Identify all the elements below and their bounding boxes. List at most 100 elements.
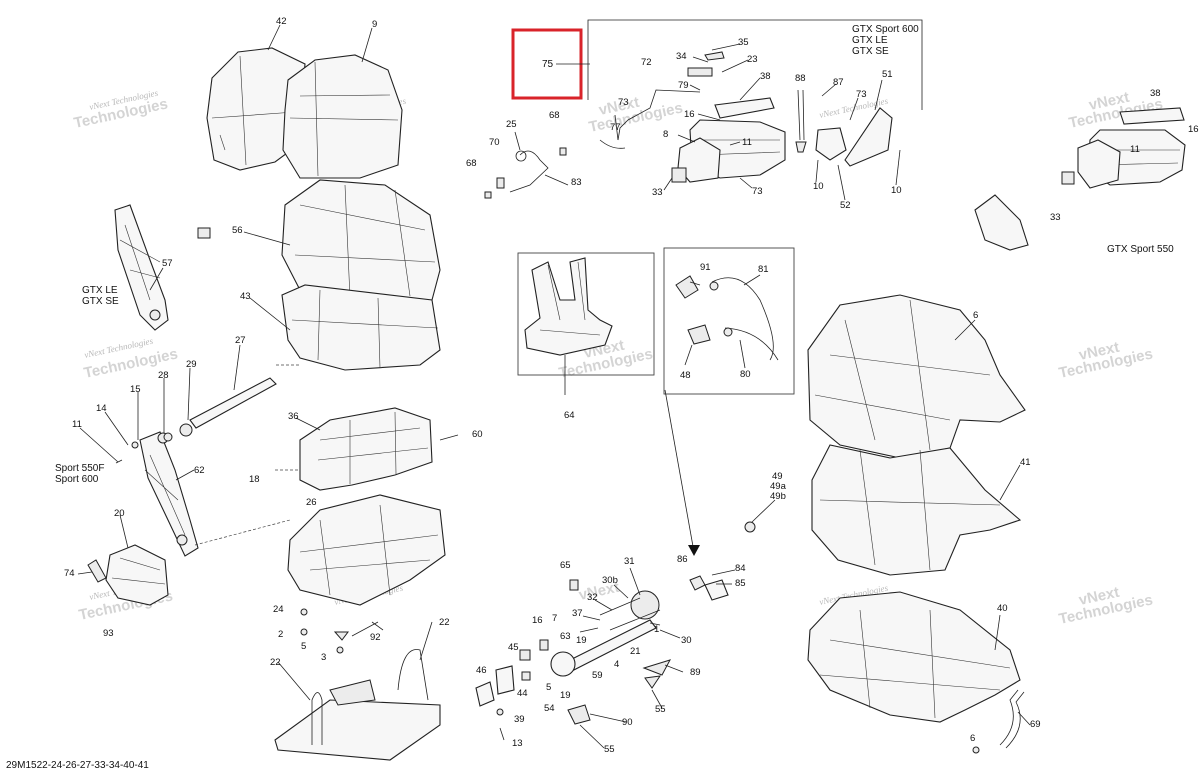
callout: 68 (549, 110, 560, 121)
callout: 16 (684, 109, 695, 120)
callout: 51 (882, 69, 893, 80)
svg-text:Sport 550F: Sport 550F (55, 463, 104, 474)
callout: 38 (760, 71, 771, 82)
callout: 11 (1130, 144, 1140, 155)
callout: 55 (604, 744, 615, 755)
part-rod-88 (795, 89, 807, 153)
group-bracket (587, 19, 923, 110)
svg-text:Sport 600: Sport 600 (55, 474, 99, 485)
callout: 38 (1150, 88, 1161, 99)
part-washers (115, 423, 193, 464)
part-51 (844, 107, 893, 167)
callout: 21 (630, 646, 641, 657)
callout: 73 (856, 89, 867, 100)
part-seat-frame-36 (299, 407, 433, 491)
part-small-block (197, 227, 211, 239)
callout: 16 (1188, 124, 1199, 135)
callout: 49a (770, 481, 787, 492)
callout: 5 (301, 641, 306, 652)
callout: 65 (560, 560, 571, 571)
callout: 22 (270, 657, 281, 668)
callout: 20 (114, 508, 125, 519)
callout: 5 (546, 682, 551, 693)
box-91-81 (663, 247, 795, 395)
callout: 73 (618, 97, 629, 108)
callout: 28 (158, 370, 169, 381)
part-wiring-72 (599, 89, 701, 149)
box-64 (517, 252, 655, 376)
callout: 63 (560, 631, 571, 642)
part-seat-back-56 (281, 179, 441, 301)
part-seat-base-43 (281, 284, 441, 371)
callout: 16 (532, 615, 543, 626)
model-tags: GTX Sport 600 GTX LE GTX SE GTX Sport 55… (6, 24, 1174, 771)
part-small-hardware (475, 575, 729, 741)
part-base-60 (287, 494, 446, 606)
doc-code: 29M1522-24-26-27-33-34-40-41 (6, 760, 149, 771)
part-49 (744, 521, 756, 533)
callout: 91 (700, 262, 711, 273)
svg-text:GTX LE: GTX LE (82, 285, 118, 296)
callout: 15 (130, 384, 141, 395)
callout: 45 (508, 642, 519, 653)
callout: 8 (663, 129, 668, 140)
callout: 1 (654, 624, 659, 635)
callout: 39 (514, 714, 525, 725)
callout: 59 (592, 670, 603, 681)
callout: 24 (273, 604, 284, 615)
part-hose-69 (972, 689, 1025, 754)
callout: 84 (735, 563, 746, 574)
callout: 25 (506, 119, 517, 130)
callout: 62 (194, 465, 205, 476)
callout: 79 (678, 80, 689, 91)
callout: 77 (610, 122, 621, 133)
callout: 27 (235, 335, 246, 346)
svg-text:GTX Sport 600: GTX Sport 600 (852, 24, 919, 35)
callout: 32 (587, 592, 598, 603)
callout: 30 (681, 635, 692, 646)
callout: 49 (772, 471, 783, 482)
callout: 42 (276, 16, 287, 27)
callout: 48 (680, 370, 691, 381)
callout: 73 (752, 186, 763, 197)
callout: 88 (795, 73, 806, 84)
part-connector-23 (687, 51, 725, 77)
callout: 60 (472, 429, 483, 440)
callout: 7 (552, 613, 557, 624)
part-52 (815, 127, 847, 161)
callout: 83 (571, 177, 582, 188)
callout: 10 (813, 181, 824, 192)
part-shaft-59 (550, 590, 661, 677)
part-seat-6 (807, 294, 1026, 459)
callout: 3 (321, 652, 326, 663)
highlight-label: 75 (542, 59, 554, 70)
part-pan-40 (807, 591, 1021, 723)
callout: 36 (288, 411, 299, 422)
part-38-right (1119, 107, 1185, 125)
callout: 43 (240, 291, 251, 302)
callout: 44 (517, 688, 528, 699)
callout: 89 (690, 667, 701, 678)
callout: 13 (512, 738, 523, 749)
callout: 18 (249, 474, 260, 485)
callout: 19 (576, 635, 587, 646)
callout: 74 (64, 568, 75, 579)
callout: 19 (560, 690, 571, 701)
callout: 69 (1030, 719, 1041, 730)
part-handle-38 (714, 97, 775, 119)
callout: 33 (652, 187, 663, 198)
callout: 34 (676, 51, 687, 62)
callout: 86 (677, 554, 688, 565)
pointer-line (664, 389, 695, 553)
callout: 92 (370, 632, 381, 643)
callout: 6 (973, 310, 978, 321)
callout: 11 (72, 419, 82, 430)
part-footrest-20 (87, 544, 169, 606)
callout: 54 (544, 703, 555, 714)
svg-text:GTX SE: GTX SE (82, 296, 119, 307)
callout: 68 (466, 158, 477, 169)
callout: 2 (278, 629, 283, 640)
svg-text:GTX LE: GTX LE (852, 35, 888, 46)
part-33-right (1061, 171, 1075, 185)
part-arm-62 (139, 431, 199, 557)
